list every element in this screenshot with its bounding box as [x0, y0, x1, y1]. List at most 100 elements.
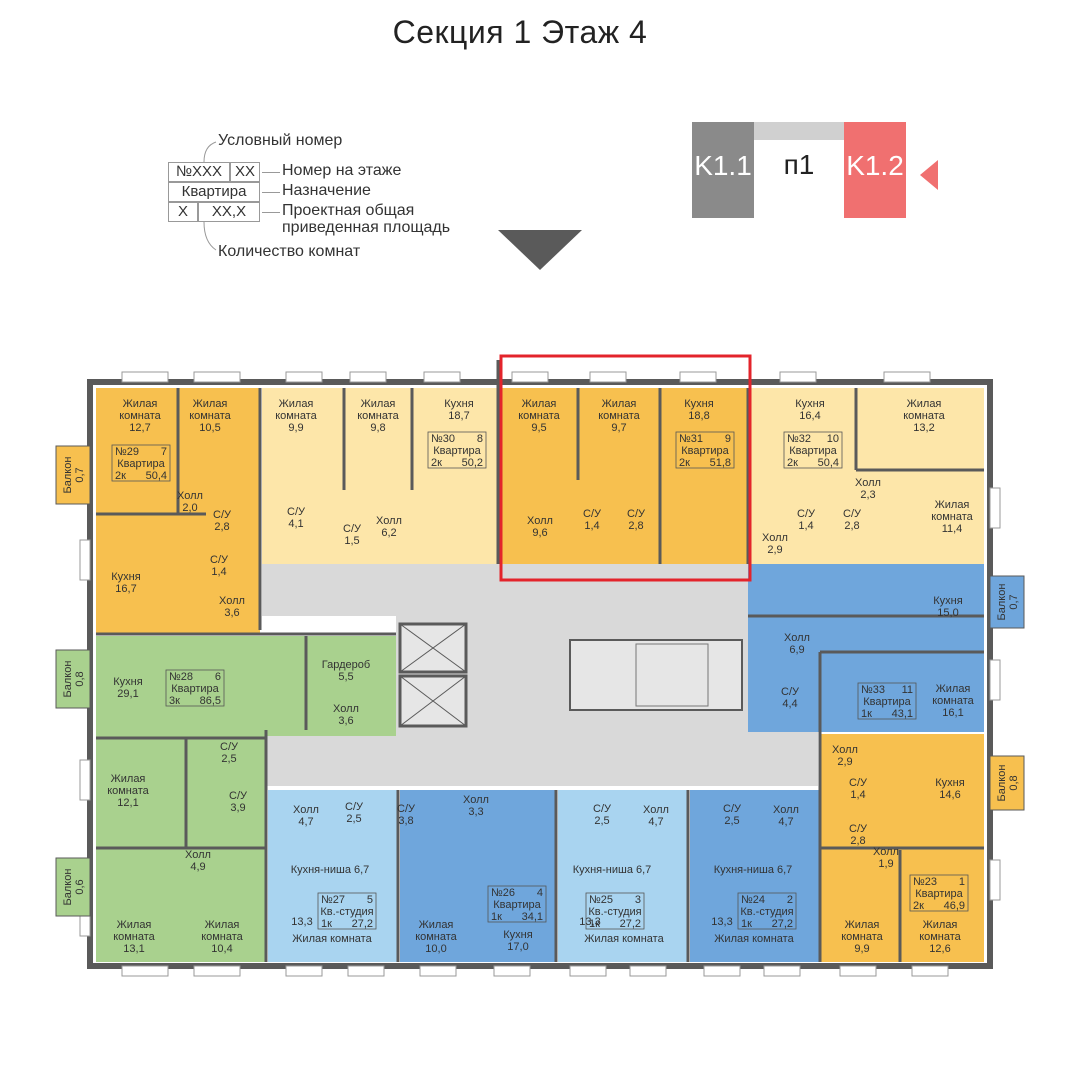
- section-badge-right[interactable]: K1.2: [844, 122, 906, 218]
- room-label: 18,7: [448, 410, 469, 422]
- room-label: комната: [903, 410, 945, 422]
- apartment-info-box[interactable]: [487, 885, 547, 923]
- apartment-floor-number: 9: [725, 433, 731, 445]
- room-label: 9,9: [288, 422, 303, 434]
- room-label: С/У: [781, 686, 800, 698]
- room-label: Жилая: [602, 398, 637, 410]
- section-badge-left[interactable]: K1.1: [692, 122, 754, 218]
- room-label: комната: [931, 511, 973, 523]
- room-label: С/У: [397, 803, 416, 815]
- apartment-24-area[interactable]: [690, 790, 820, 962]
- apartment-28-area[interactable]: [96, 636, 396, 736]
- room-label: Жилая: [845, 919, 880, 931]
- apartment-info-box[interactable]: [783, 431, 843, 469]
- apartment-type: Кв.-студия: [588, 906, 641, 918]
- apartment-type: Кв.-студия: [320, 906, 373, 918]
- room-label: 1,4: [850, 789, 865, 801]
- apartment-rooms: 1к: [861, 708, 872, 720]
- apartment-number: №30: [431, 433, 455, 445]
- apartment-area: 51,8: [710, 457, 731, 469]
- room-label: комната: [113, 931, 155, 943]
- room-label: Холл: [293, 804, 319, 816]
- room-label: 3,9: [230, 802, 245, 814]
- room-label: Кухня-ниша 6,7: [573, 864, 652, 876]
- room-label: Кухня: [111, 571, 140, 583]
- room-label: Жилая комната: [714, 933, 794, 945]
- room-label: 9,6: [532, 527, 547, 539]
- room-label: Холл: [177, 490, 203, 502]
- room-label: комната: [357, 410, 399, 422]
- legend-box-rooms: X: [168, 202, 198, 222]
- room-label: Жилая: [193, 398, 228, 410]
- apartment-31-area[interactable]: [500, 388, 748, 564]
- apartment-30-area[interactable]: [262, 388, 498, 564]
- apartment-33-area[interactable]: [748, 564, 984, 732]
- internal-walls: [96, 360, 984, 962]
- apartment-rooms: 1к: [741, 918, 752, 930]
- apartment-32-area[interactable]: [750, 388, 984, 564]
- apartment-info-box[interactable]: [675, 431, 735, 469]
- room-label: Холл: [762, 532, 788, 544]
- room-label: 3,6: [338, 715, 353, 727]
- apartment-type: Квартира: [493, 899, 541, 911]
- room-label: комната: [119, 410, 161, 422]
- apartment-info-box[interactable]: [857, 682, 917, 720]
- legend-box-purpose: Квартира: [168, 182, 260, 202]
- room-label: комната: [415, 931, 457, 943]
- room-label: Холл: [376, 515, 402, 527]
- apartment-info-box[interactable]: [427, 431, 487, 469]
- apartment-27-area[interactable]: [268, 790, 398, 962]
- apartment-info-box[interactable]: [111, 444, 171, 482]
- room-label: 4,7: [648, 816, 663, 828]
- room-label: 4,9: [190, 861, 205, 873]
- room-label: 13,2: [913, 422, 934, 434]
- room-label: Жилая: [907, 398, 942, 410]
- apartment-info-box[interactable]: [909, 874, 969, 912]
- room-label: Холл: [855, 477, 881, 489]
- room-label: комната: [598, 410, 640, 422]
- apartment-type: Квартира: [117, 458, 165, 470]
- room-label: 3,8: [398, 815, 413, 827]
- legend-box-num: №XXX: [168, 162, 230, 182]
- room-label: 16,4: [799, 410, 820, 422]
- current-section-marker-icon: [920, 160, 938, 190]
- room-label: 10,0: [425, 943, 446, 955]
- apartment-26-area[interactable]: [400, 790, 556, 962]
- room-label: 2,5: [346, 813, 361, 825]
- apartment-info-box[interactable]: [585, 892, 645, 930]
- apartment-area: 86,5: [200, 695, 221, 707]
- room-label: С/У: [723, 803, 742, 815]
- apartment-type: Квартира: [681, 445, 729, 457]
- room-label: Холл: [219, 595, 245, 607]
- apartment-info-box[interactable]: [165, 669, 225, 707]
- room-label: 29,1: [117, 688, 138, 700]
- room-label: Жилая комната: [292, 933, 372, 945]
- entrance-label: п1: [783, 149, 815, 180]
- apartment-info-box[interactable]: [317, 892, 377, 930]
- legend-box-area: XX,X: [198, 202, 260, 222]
- apartment-number: №29: [115, 446, 139, 458]
- room-label: С/У: [220, 741, 239, 753]
- room-label: 2,8: [844, 520, 859, 532]
- room-label: 16,7: [115, 583, 136, 595]
- apartment-25-area[interactable]: [558, 790, 688, 962]
- room-label: Жилая: [279, 398, 314, 410]
- apartment-number: №27: [321, 894, 345, 906]
- room-label: 13,3: [579, 916, 600, 928]
- room-label: 3,3: [468, 806, 483, 818]
- room-label: комната: [201, 931, 243, 943]
- room-label: Жилая: [936, 683, 971, 695]
- apartment-info-box[interactable]: [737, 892, 797, 930]
- room-label: Жилая: [923, 919, 958, 931]
- windows: [79, 371, 1001, 977]
- apartment-area: 50,4: [818, 457, 839, 469]
- legend-floor-number: Номер на этаже: [282, 162, 402, 179]
- room-label: 1,5: [344, 535, 359, 547]
- room-label: 13,3: [711, 916, 732, 928]
- room-label: 5,5: [338, 671, 353, 683]
- balconies: [55, 445, 1025, 917]
- room-label: С/У: [229, 790, 248, 802]
- legend-pointer: [262, 192, 280, 193]
- room-label: Холл: [463, 794, 489, 806]
- balcony-label: Балкон0,8: [62, 661, 86, 698]
